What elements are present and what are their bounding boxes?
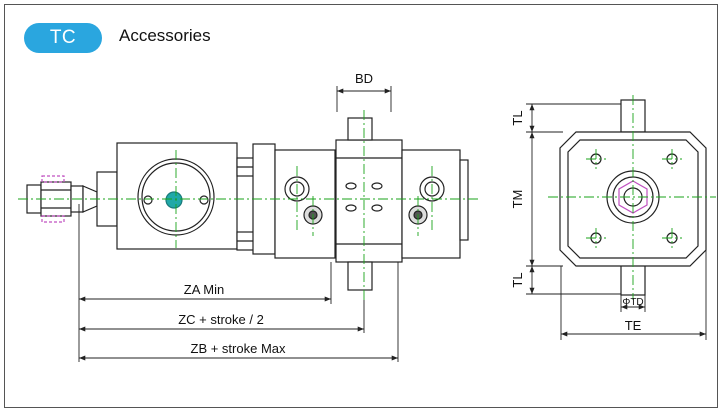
dim-label-tl-bottom: TL [510, 272, 525, 287]
dim-label-bd: BD [355, 71, 373, 86]
front-dimensions [526, 103, 707, 340]
front-body-inner [567, 139, 699, 259]
nut-bottom [41, 215, 65, 223]
tube-right [401, 149, 461, 259]
page-title: Accessories [119, 26, 211, 45]
trunnion-pin-top [347, 117, 373, 141]
trunnion-pin-bottom [347, 261, 373, 291]
piston-center [165, 191, 183, 209]
front-centerlines [548, 95, 716, 300]
end-cap [459, 159, 469, 241]
dim-label-zc: ZC + stroke / 2 [178, 312, 264, 327]
series-badge: TC [24, 23, 102, 53]
dim-label-td: ΦTD [622, 297, 643, 308]
nut-top [41, 175, 65, 183]
tube-left [274, 149, 336, 259]
side-centerlines [18, 110, 478, 300]
dim-label-za: ZA Min [184, 282, 224, 297]
dim-label-zb: ZB + stroke Max [191, 341, 286, 356]
side-view [26, 117, 469, 291]
dim-label-tm: TM [510, 190, 525, 209]
side-dimensions [78, 86, 399, 362]
dim-label-tl-top: TL [510, 110, 525, 125]
dim-label-te: TE [625, 318, 642, 333]
